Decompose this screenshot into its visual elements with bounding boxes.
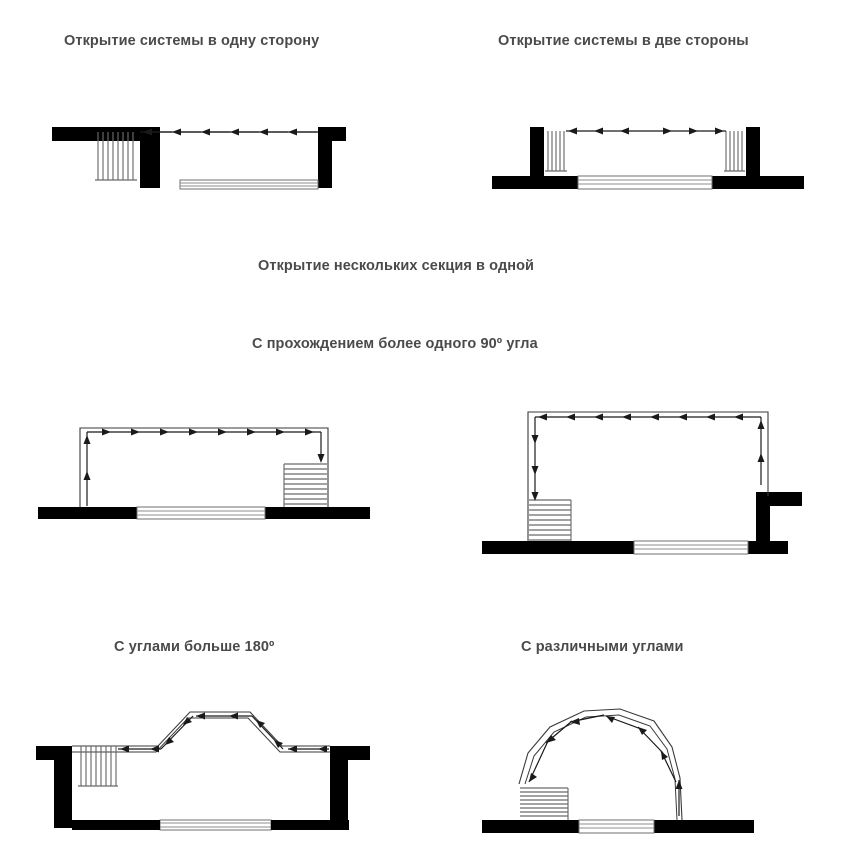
sill-track	[633, 540, 749, 555]
sill-track	[577, 175, 713, 190]
wall-right-jamb	[746, 127, 760, 182]
caption-various-angles: С различными углами	[521, 639, 684, 655]
diagram-several-sections-left	[30, 418, 380, 523]
wall-right	[330, 746, 370, 828]
travel-path-arrows	[118, 712, 329, 753]
arc-head-rail	[518, 708, 683, 821]
panel-stack-left	[95, 132, 137, 181]
wall-bottom	[482, 820, 754, 833]
caption-angles-over-180: С углами больше 180º	[114, 639, 275, 655]
wall-bottom	[482, 492, 802, 554]
travel-path-arrows	[83, 428, 325, 506]
bay-head-rail	[72, 711, 330, 753]
diagram-several-sections-right	[472, 393, 822, 558]
wall-top-left	[52, 127, 160, 188]
sill-track	[179, 179, 319, 190]
panel-stack-left	[520, 787, 569, 820]
caption-opening-one-side: Открытие системы в одну сторону	[64, 33, 320, 49]
wall-left-jamb	[530, 127, 544, 182]
head-rail-outline	[527, 411, 769, 541]
caption-more-than-90-angle: С прохождением более одного 90º угла	[252, 336, 538, 352]
wall-left	[36, 746, 72, 828]
wall-top-right	[318, 127, 346, 188]
travel-path-arrows	[140, 128, 318, 136]
panel-stack-right	[724, 131, 745, 172]
panel-stack-left	[529, 499, 572, 541]
diagram-opening-two-sides	[488, 118, 808, 198]
travel-path-arrows	[531, 413, 765, 501]
diagram-various-angles	[472, 698, 822, 843]
panel-stack-left	[545, 131, 567, 172]
diagram-opening-one-side	[40, 118, 360, 198]
sill-track	[578, 819, 655, 834]
travel-path-arrows	[528, 714, 683, 816]
wall-bottom	[38, 507, 370, 519]
head-rail-outline	[79, 427, 329, 507]
panel-stack-left	[78, 746, 118, 787]
caption-several-sections: Открытие нескольких секция в одной	[258, 258, 535, 274]
travel-path-arrows	[566, 127, 726, 135]
panel-stack-right	[283, 463, 327, 507]
sill-track	[72, 819, 349, 831]
diagram-angles-over-180	[30, 698, 380, 843]
caption-opening-two-sides: Открытие системы в две стороны	[498, 33, 749, 49]
sill-track	[136, 506, 266, 520]
wall-bottom	[492, 176, 804, 189]
